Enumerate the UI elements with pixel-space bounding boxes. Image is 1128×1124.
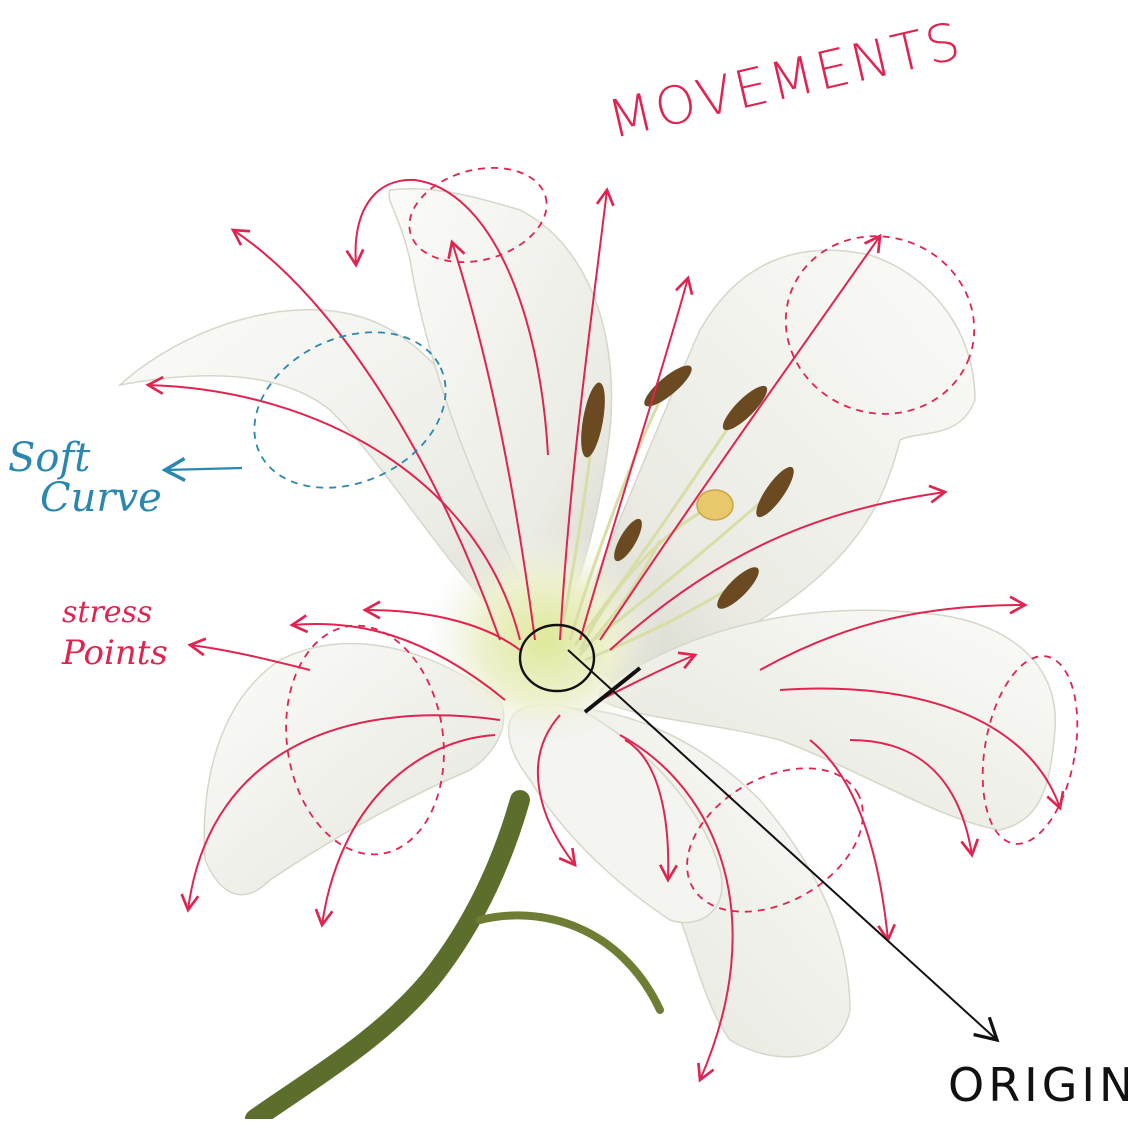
soft-curve-label-line2: Curve: [40, 478, 162, 518]
stigma: [697, 490, 733, 520]
soft-curve-arrow: [165, 468, 242, 470]
origin-label: ORIGIN: [948, 1062, 1128, 1108]
stress-points-label-line1: stress: [62, 598, 152, 628]
stress-points-label-line2: Points: [62, 636, 168, 670]
soft-curve-label-line1: Soft: [8, 438, 90, 478]
petals: [120, 189, 1055, 1057]
